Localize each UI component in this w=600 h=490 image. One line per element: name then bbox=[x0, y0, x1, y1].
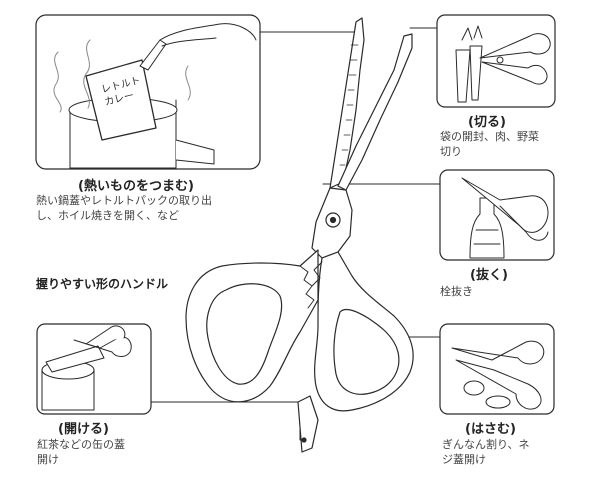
open-desc-line2: 開け bbox=[37, 453, 59, 466]
bottle-opener-illustration bbox=[461, 177, 549, 259]
handle-label: 握りやすい形のハンドル bbox=[36, 277, 169, 291]
cut-desc: 袋の開封、肉、野菜 切り bbox=[440, 129, 560, 159]
cut-title: (切る) bbox=[468, 115, 506, 130]
pinch-desc: ぎんなん割り、ネ ジ蓋開け bbox=[442, 437, 557, 467]
open-title: (開ける) bbox=[58, 422, 109, 437]
cut-desc-line2: 切り bbox=[440, 145, 462, 158]
pinch-desc-line1: ぎんなん割り、ネ bbox=[442, 438, 530, 451]
pull-desc-line1: 栓抜き bbox=[440, 285, 473, 298]
right-blade bbox=[337, 33, 413, 191]
pinch-title: (はさむ) bbox=[465, 422, 516, 437]
pull-title: (抜く) bbox=[470, 268, 508, 283]
right-handle-grip bbox=[333, 308, 400, 395]
grab-desc-line1: 熱い鍋蓋やレトルトパックの取り出 bbox=[36, 194, 212, 207]
left-handle-grip bbox=[206, 283, 283, 385]
cut-desc-line1: 袋の開封、肉、野菜 bbox=[440, 130, 539, 143]
can-illustration bbox=[41, 325, 132, 411]
panel-frame-pull bbox=[439, 169, 555, 261]
pinch-desc-line2: ジ蓋開け bbox=[442, 453, 486, 466]
left-blade bbox=[329, 17, 365, 189]
lower-prong bbox=[297, 395, 319, 453]
tongs-illustration bbox=[139, 23, 257, 71]
grab-desc-line2: し、ホイル焼きを開く、など bbox=[36, 209, 179, 222]
grab-desc: 熱い鍋蓋やレトルトパックの取り出 し、ホイル焼きを開く、など bbox=[36, 193, 276, 223]
panel-frame-cut bbox=[436, 14, 556, 108]
pull-desc: 栓抜き bbox=[440, 284, 550, 299]
open-desc-line1: 紅茶などの缶の蓋 bbox=[37, 438, 125, 451]
cut-illustration bbox=[455, 25, 551, 103]
scissors-illustration bbox=[185, 17, 414, 453]
open-desc: 紅茶などの缶の蓋 開け bbox=[37, 437, 157, 467]
grab-title: (熱いものをつまむ) bbox=[78, 179, 194, 194]
pinch-illustration bbox=[451, 340, 545, 410]
retort-pouch-illustration bbox=[85, 59, 157, 141]
